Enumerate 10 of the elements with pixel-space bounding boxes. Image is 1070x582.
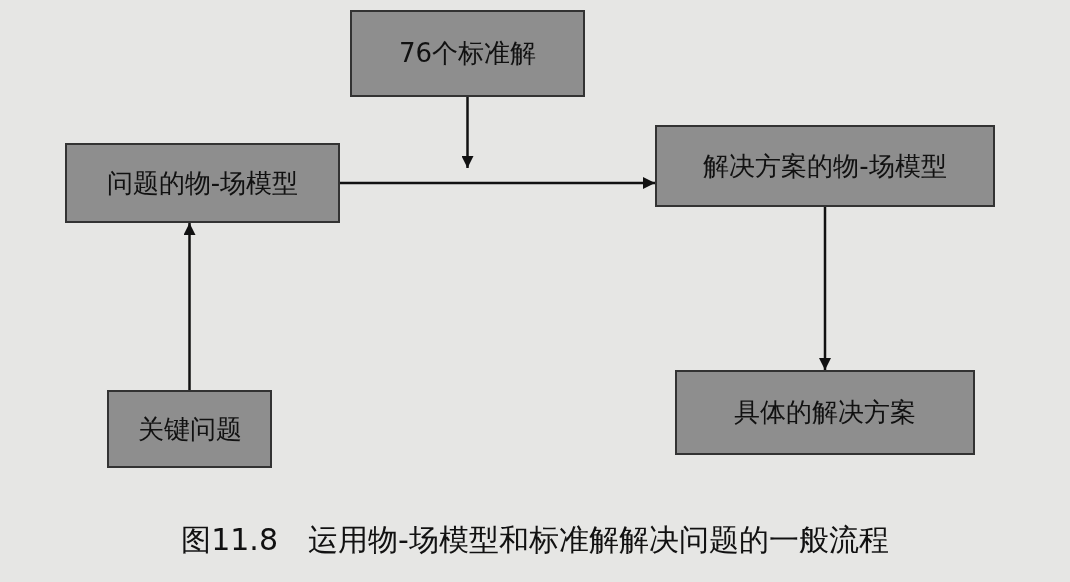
arrow (183, 223, 196, 390)
arrow (819, 207, 831, 370)
arrow (340, 177, 655, 189)
process-box: 具体的解决方案 (675, 370, 975, 455)
figure-caption: 图11.8 运用物-场模型和标准解解决问题的一般流程 (181, 522, 889, 557)
process-box: 76个标准解 (350, 10, 585, 97)
process-box: 解决方案的物-场模型 (655, 125, 995, 207)
arrow (461, 97, 474, 168)
process-box: 问题的物-场模型 (65, 143, 340, 223)
process-box: 关键问题 (107, 390, 272, 468)
